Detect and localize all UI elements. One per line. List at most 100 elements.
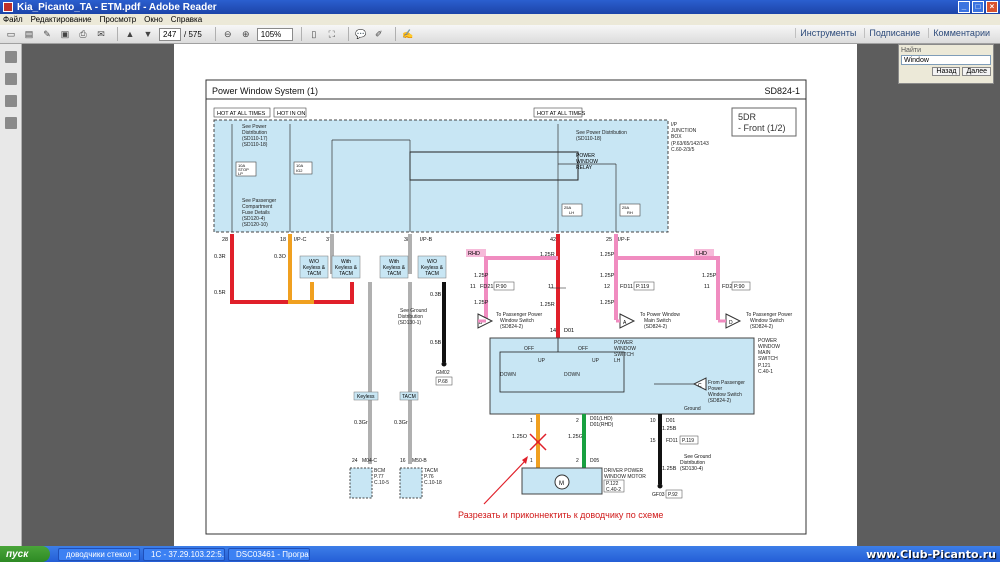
- d05: D05: [590, 458, 599, 464]
- variant-line1: 5DR: [738, 112, 757, 122]
- pin-12: 12: [604, 284, 610, 290]
- window-titlebar: Kia_Picanto_TA - ETM.pdf - Adobe Reader …: [0, 0, 1000, 14]
- wire-125p-f: 1.25P: [600, 300, 615, 306]
- total-pages-label: / 575: [184, 29, 202, 39]
- taskbar-item[interactable]: DSC03461 - Програм...: [228, 547, 310, 561]
- menu-window[interactable]: Окно: [144, 15, 163, 24]
- pin-28: 28: [222, 237, 228, 243]
- see-ground-left-1: See Ground: [400, 308, 427, 314]
- sign-link[interactable]: Подписание: [864, 28, 924, 38]
- relay-label-2: WINDOW: [576, 159, 598, 165]
- see-power-dist-left-2: Distribution: [242, 130, 267, 136]
- tacm-ref-2: C.10-18: [424, 480, 442, 486]
- document-area[interactable]: Power Window System (1) SD824-1 5DR - Fr…: [22, 44, 1000, 546]
- pw-main-3: MAIN: [758, 350, 771, 356]
- edit-icon[interactable]: ✎: [43, 28, 51, 39]
- start-button[interactable]: пуск: [0, 546, 50, 562]
- svg-text:C: C: [698, 383, 702, 389]
- ig2-fuse-box: [293, 161, 313, 175]
- diagram-title: Power Window System (1): [212, 86, 318, 96]
- switch-inner-box: [499, 351, 625, 393]
- to-pass-b-1: To Passenger Power: [496, 312, 542, 318]
- to-pass-b-3: (SD824-2): [500, 324, 523, 330]
- ip-junction-1: I/P: [671, 122, 678, 128]
- page-number-input[interactable]: 247: [159, 27, 181, 41]
- pin-15: 15: [650, 438, 656, 444]
- fd21-a: FD21: [480, 284, 493, 290]
- lh-fuse-box: [561, 203, 583, 217]
- pw-lh-1: POWER: [614, 340, 633, 346]
- taskbar-item[interactable]: 1С - 37.29.103.22:5...: [143, 547, 225, 561]
- tacm-box: [399, 467, 423, 499]
- create-pdf-icon[interactable]: ▤: [24, 28, 34, 39]
- rhd-label: RHD: [468, 251, 480, 257]
- fit-page-icon[interactable]: ▯: [311, 28, 317, 39]
- motor-ref-2: C.40-2: [606, 487, 621, 493]
- wire-125p-d: 1.25P: [702, 273, 717, 279]
- pw-main-2: WINDOW: [758, 344, 780, 350]
- motor-ref-1: P.122: [606, 481, 619, 487]
- find-back-button[interactable]: Назад: [932, 67, 961, 76]
- ip-junction-2: JUNCTION: [671, 128, 697, 134]
- connector-c-arrow: [692, 377, 707, 391]
- toolbar-divider: [300, 27, 302, 41]
- menu-file[interactable]: Файл: [3, 15, 23, 24]
- attachments-icon[interactable]: [4, 95, 17, 107]
- opt-wo-1: W/O: [309, 259, 319, 265]
- pin-11c: 11: [704, 284, 710, 290]
- rh-fuse-box: [619, 203, 641, 217]
- p119: P.119: [636, 284, 649, 290]
- comment-icon[interactable]: 💬: [355, 28, 367, 39]
- highlight-icon[interactable]: ✐: [375, 28, 383, 39]
- pin-2: 2: [576, 418, 579, 424]
- menu-help[interactable]: Справка: [170, 15, 203, 24]
- pw-main-4: SWITCH: [758, 356, 778, 362]
- pw-main-ref-2: C.40-1: [758, 369, 773, 375]
- tacm2-label: TACM: [424, 468, 438, 474]
- save-icon[interactable]: ▣: [60, 28, 70, 39]
- menu-view[interactable]: Просмотр: [99, 15, 137, 24]
- see-pass-comp-5: (SD120-10): [242, 222, 268, 228]
- full-screen-icon[interactable]: ⛶: [328, 28, 335, 39]
- zoom-select[interactable]: 105%: [256, 27, 293, 41]
- email-icon[interactable]: ✉: [97, 28, 105, 39]
- zoom-in-icon[interactable]: ⊕: [242, 28, 250, 39]
- page-thumbnails-icon[interactable]: [4, 51, 17, 63]
- prev-page-icon[interactable]: ▲: [125, 29, 135, 39]
- close-button[interactable]: ×: [986, 1, 998, 13]
- taskbar-item[interactable]: доводчики стекол - ...: [58, 547, 140, 561]
- see-pass-comp-1: See Passenger: [242, 198, 277, 204]
- from-pass-1: From Passenger: [708, 380, 745, 386]
- sign-icon[interactable]: ✍: [402, 28, 414, 39]
- from-pass-4: (SD824-2): [708, 398, 731, 404]
- hot-at-all-times-tag-2: [533, 107, 583, 118]
- stop-lp-fuse-amp: 10A: [238, 163, 245, 168]
- comments-link[interactable]: Комментарии: [928, 28, 994, 38]
- maximize-button[interactable]: □: [972, 1, 984, 13]
- opt-wo-2: Keyless &: [303, 265, 326, 271]
- find-next-button[interactable]: Далее: [962, 67, 991, 76]
- tools-link[interactable]: Инструменты: [795, 28, 860, 38]
- next-page-icon[interactable]: ▼: [143, 29, 153, 39]
- find-input[interactable]: Window: [901, 55, 991, 65]
- opt-with-keyless-box-2: [379, 255, 409, 279]
- opt-with2-3: TACM: [387, 271, 401, 277]
- wire-125p-c: 1.25P: [600, 273, 615, 279]
- minimize-button[interactable]: _: [958, 1, 970, 13]
- zoom-out-icon[interactable]: ⊖: [224, 28, 232, 39]
- menu-edit[interactable]: Редактирование: [30, 15, 92, 24]
- pin-37: 37: [326, 237, 332, 243]
- open-icon[interactable]: ▭: [6, 28, 16, 39]
- pin-14: 14: [550, 328, 556, 334]
- layers-icon[interactable]: [4, 117, 17, 129]
- bookmarks-icon[interactable]: [4, 73, 17, 85]
- pw-lh-4: LH: [614, 358, 621, 364]
- pin-18: 18: [280, 237, 286, 243]
- annotation-arrow: [483, 459, 527, 505]
- pin-ip-c: I/P-C: [294, 237, 307, 243]
- wire-125p-e: 1.25P: [474, 300, 489, 306]
- wire-03o: 0.3O: [274, 254, 287, 260]
- rhd-tag: [466, 249, 486, 257]
- wiring-diagram: Power Window System (1) SD824-1 5DR - Fr…: [205, 79, 807, 535]
- print-icon[interactable]: ⎙: [79, 28, 87, 39]
